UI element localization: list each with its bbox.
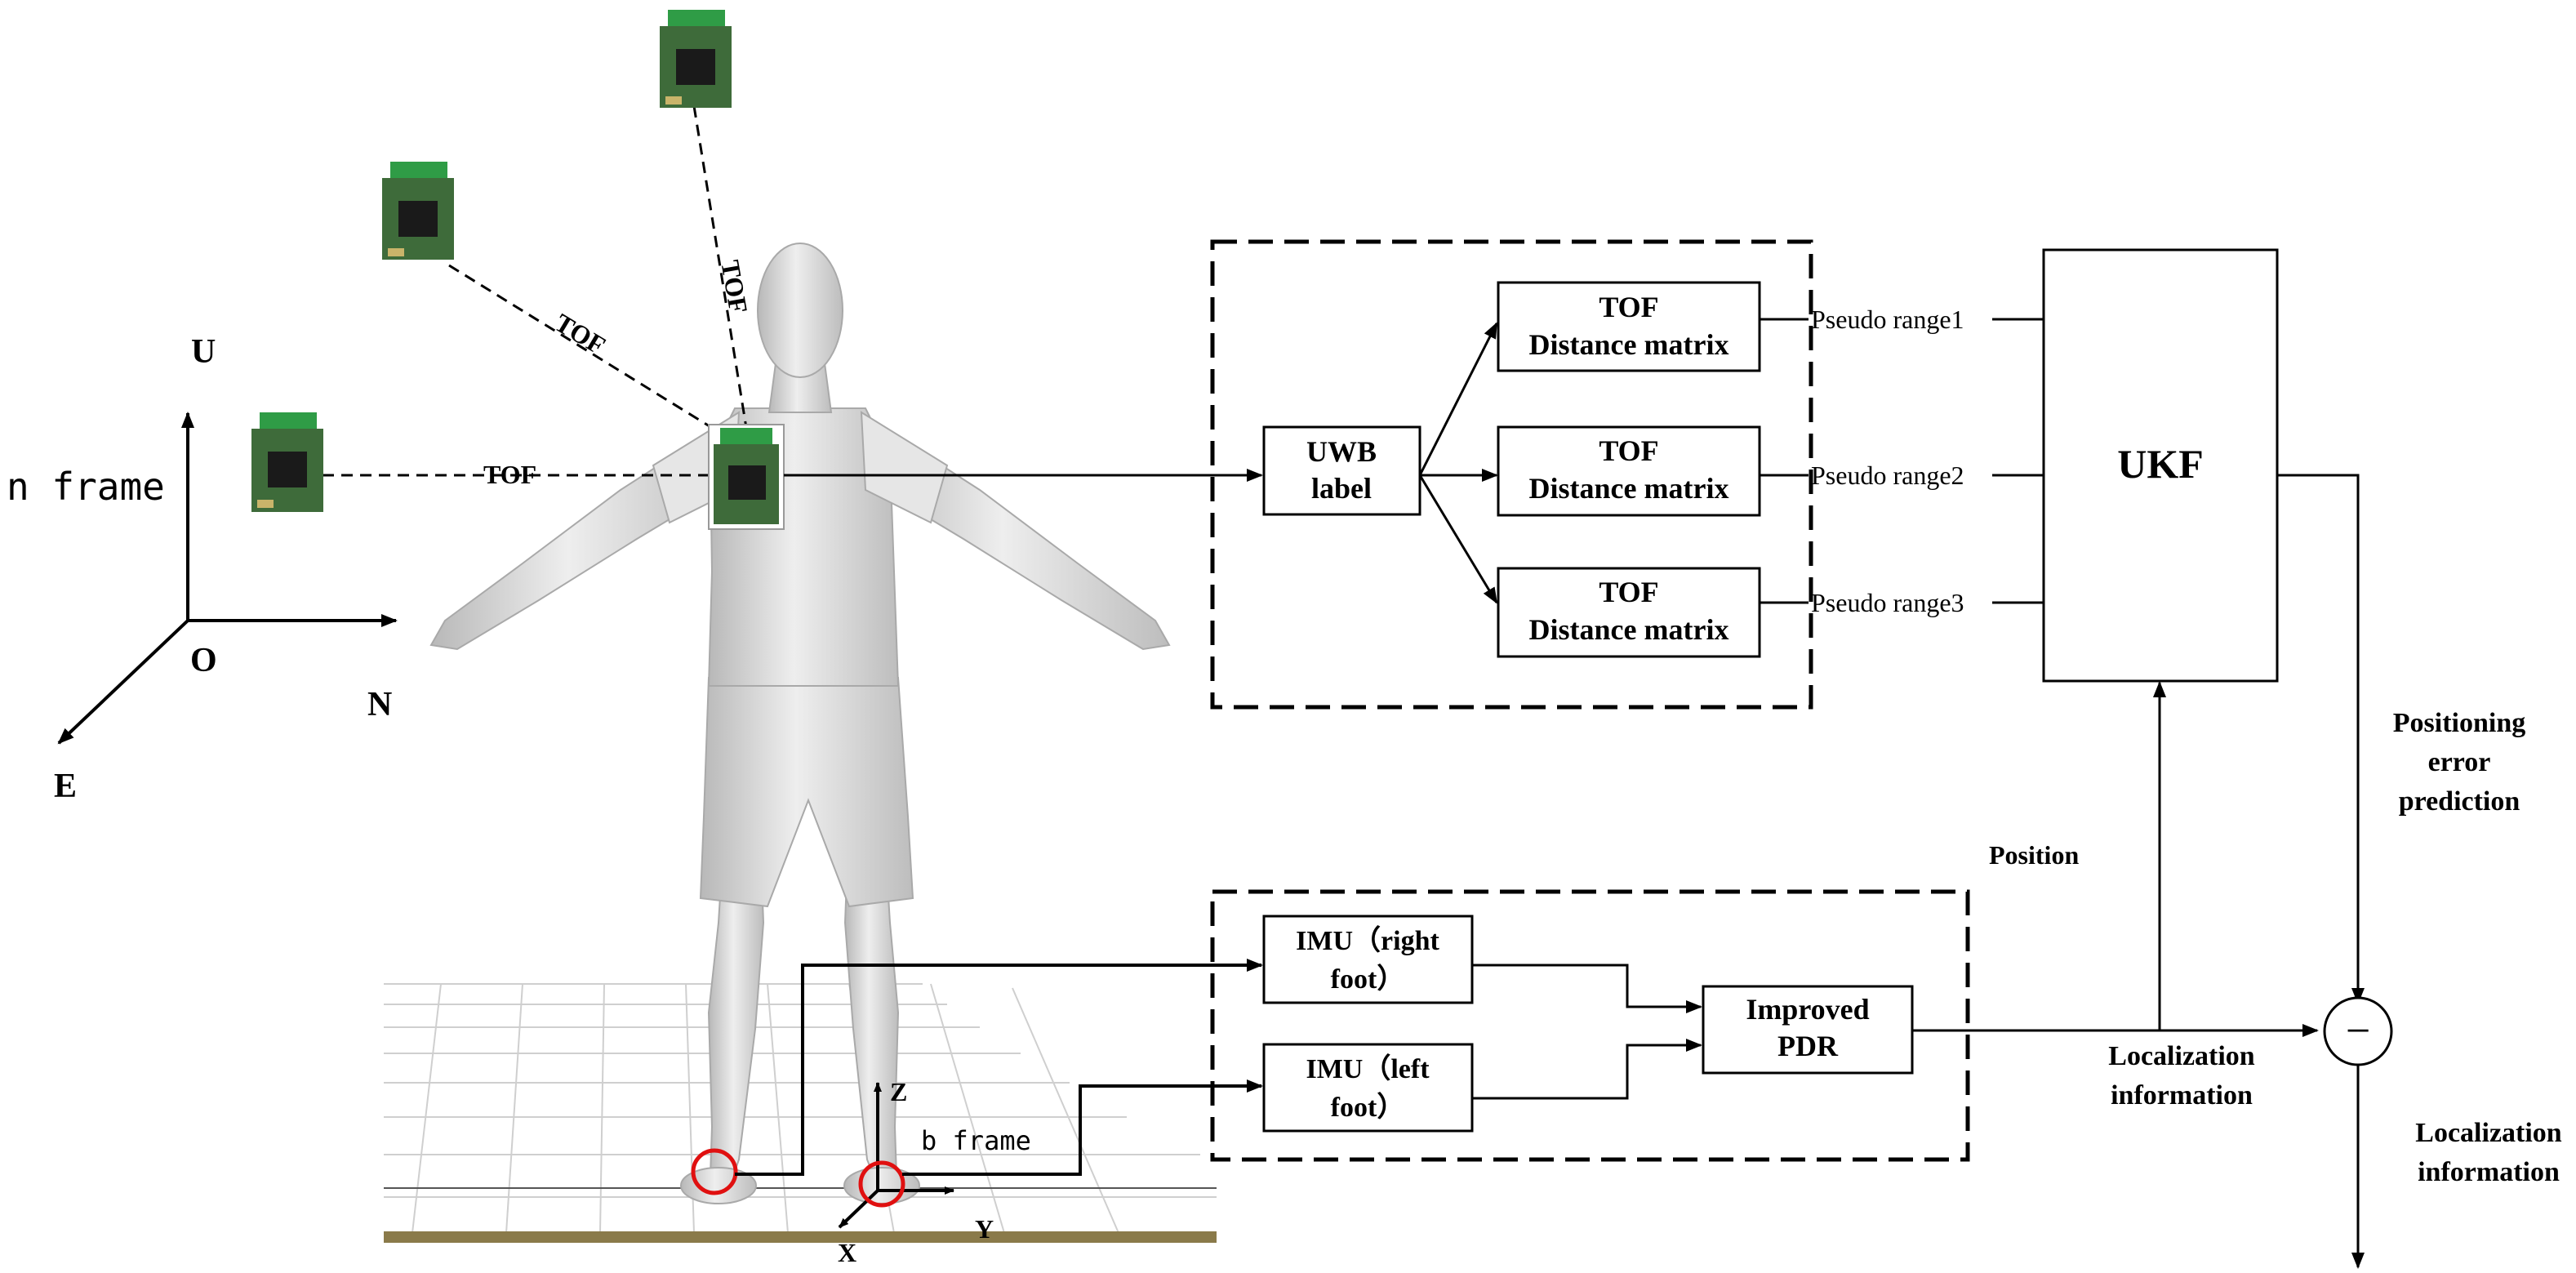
pseudo-range-1-label: Pseudo range1 — [1811, 305, 1964, 334]
imu-right-line2: foot） — [1331, 963, 1405, 995]
position-label: Position — [1989, 840, 2079, 870]
uwb-label-box — [1262, 425, 1421, 516]
subtractor-symbol: − — [2346, 1006, 2370, 1055]
tof-matrix-3-title: TOF — [1599, 576, 1658, 608]
tof-matrix-box-2 — [1497, 425, 1761, 517]
floor-grid — [384, 983, 1217, 1234]
uwb-anchor-middle — [382, 162, 454, 260]
localization-info-line2: information — [2111, 1080, 2253, 1111]
uwb-label-line1: UWB — [1306, 435, 1377, 468]
n-frame-axes — [57, 412, 398, 745]
tof-links — [323, 105, 749, 477]
tof-matrix-1-subtitle: Distance matrix — [1529, 328, 1729, 361]
n-frame-label: n frame — [7, 465, 165, 509]
positioning-error-line1: Positioning — [2393, 708, 2525, 738]
tof-matrix-2-subtitle: Distance matrix — [1529, 472, 1729, 505]
uwb-anchor-top — [660, 10, 732, 108]
floor-base — [384, 1231, 1217, 1243]
pseudo-range-3-label: Pseudo range3 — [1811, 588, 1964, 617]
left-foot-to-imu-arrow — [902, 1079, 1263, 1176]
pseudo-range-lines — [1760, 318, 2044, 604]
tof-matrix-2-title: TOF — [1599, 434, 1658, 467]
uwb-label-line2: label — [1311, 472, 1372, 505]
imu-left-line1: IMU（left — [1306, 1053, 1430, 1084]
localization-info-line1: Localization — [2108, 1041, 2255, 1071]
imu-left-foot-box — [1262, 1043, 1474, 1133]
uwb-anchor-left — [251, 412, 323, 512]
tof-matrix-1-title: TOF — [1599, 291, 1658, 323]
axis-o-label: O — [190, 642, 217, 679]
ukf-label: UKF — [2117, 441, 2204, 487]
imu-right-line1: IMU（right — [1296, 924, 1439, 956]
tof-label-diagonal: TOF — [550, 308, 611, 360]
right-foot-to-imu-arrow — [735, 959, 1263, 1176]
axis-n-label: N — [367, 686, 392, 723]
positioning-error-line2: error — [2428, 747, 2491, 777]
b-frame-label: b frame — [921, 1125, 1031, 1156]
right-foot-imu-marker — [691, 1148, 738, 1195]
human-figure — [429, 243, 1171, 1204]
tof-matrix-3-subtitle: Distance matrix — [1529, 613, 1729, 646]
imu-left-line2: foot） — [1331, 1091, 1405, 1123]
ukf-box — [2042, 248, 2279, 683]
tof-label-vertical: TOF — [715, 258, 754, 315]
axis-u-label: U — [191, 333, 216, 371]
positioning-error-line3: prediction — [2399, 786, 2520, 817]
axis-y-label: Y — [975, 1214, 994, 1244]
tof-matrix-box-3 — [1497, 567, 1761, 658]
imu-right-foot-box — [1262, 915, 1474, 1004]
uwb-fanout-arrows — [1418, 322, 1498, 604]
improved-pdr-box — [1702, 985, 1914, 1075]
final-localization-line1: Localization — [2415, 1118, 2562, 1148]
imu-right-to-pdr-arrow — [1472, 964, 1702, 1013]
uwb-processing-group — [1210, 239, 1813, 710]
pdr-line2: PDR — [1777, 1030, 1839, 1062]
ukf-output-line — [2277, 474, 2365, 1004]
axis-z-label: Z — [890, 1077, 907, 1106]
imu-processing-group — [1210, 889, 1970, 1162]
axis-e-label: E — [54, 768, 77, 805]
tof-matrix-box-1 — [1497, 281, 1761, 372]
final-localization-line2: information — [2418, 1157, 2560, 1187]
pseudo-range-2-label: Pseudo range2 — [1811, 461, 1964, 490]
left-foot-imu-marker — [858, 1160, 905, 1208]
uwb-tag-on-body — [708, 424, 785, 530]
axis-x-label: X — [838, 1238, 856, 1267]
b-frame-axes — [838, 1082, 954, 1229]
pdr-line1: Improved — [1746, 993, 1869, 1026]
imu-left-to-pdr-arrow — [1472, 1039, 1702, 1100]
tof-label-horizontal: TOF — [483, 460, 536, 489]
